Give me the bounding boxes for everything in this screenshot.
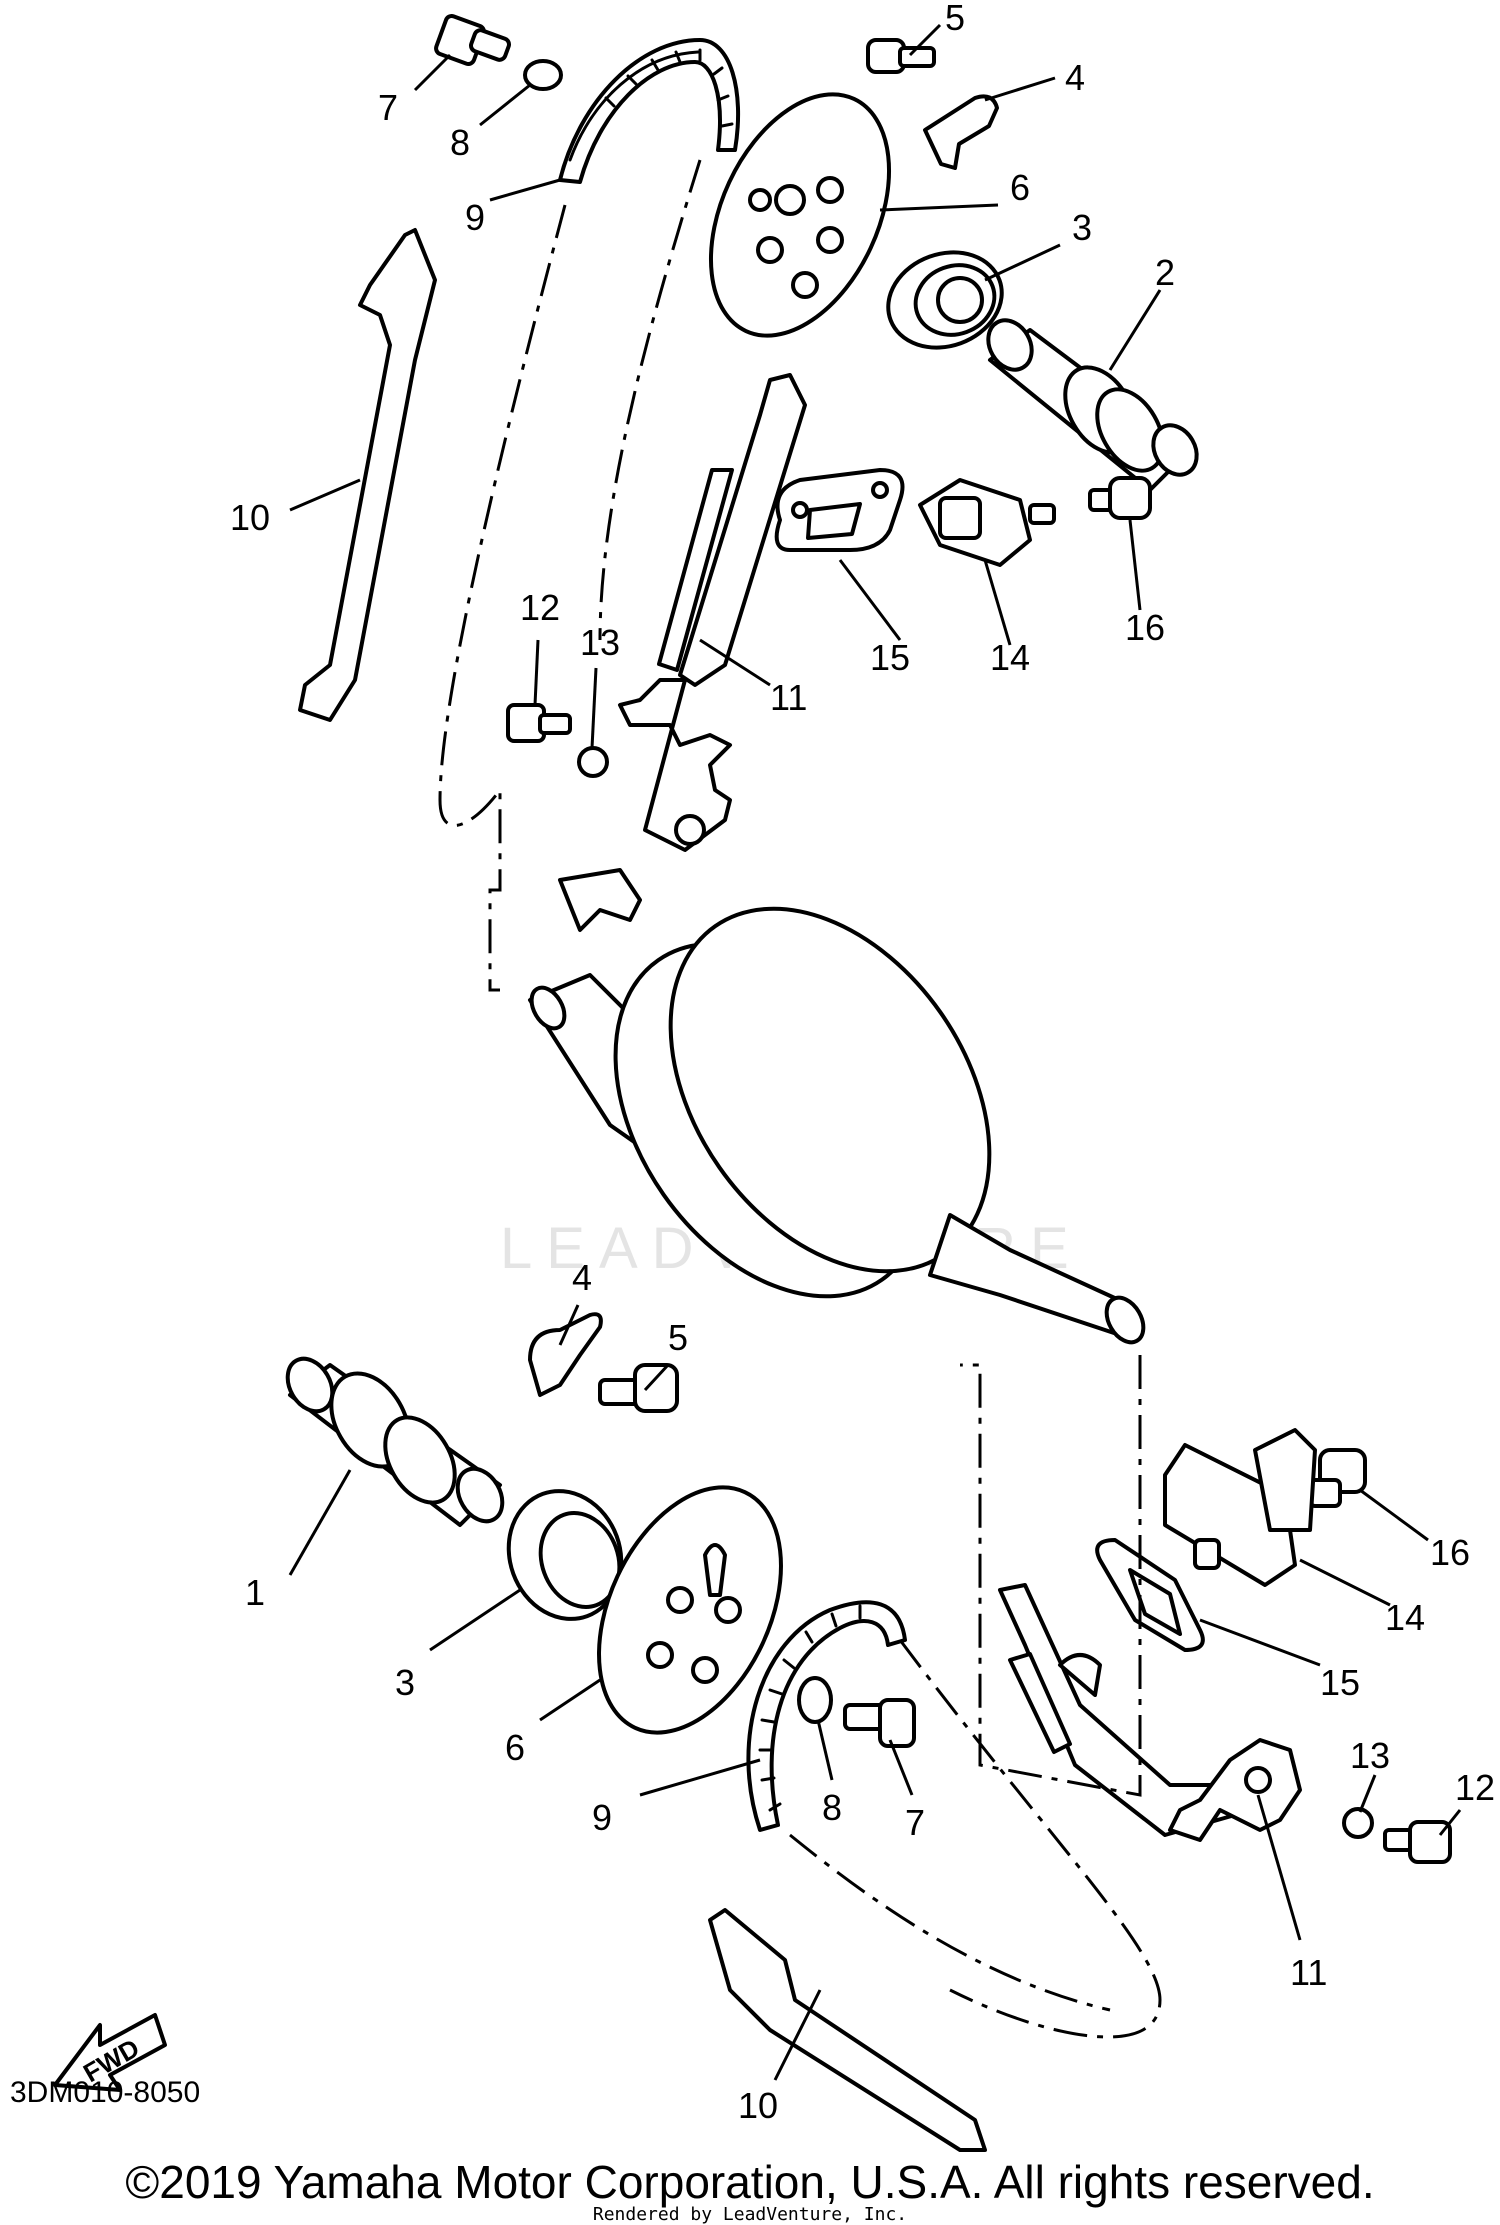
part-6-sprocket-bottom (597, 1485, 783, 1735)
callout-10-bottom: 10 (738, 2085, 778, 2126)
callout-5-top: 5 (945, 0, 965, 38)
crankshaft (528, 906, 1146, 1345)
callout-3-top: 3 (1072, 207, 1092, 248)
chain-routing-line-top (438, 204, 567, 992)
part-8-washer-top (523, 59, 563, 91)
callout-6-top: 6 (1010, 167, 1030, 208)
callout-16-bottom: 16 (1430, 1532, 1470, 1573)
part-4-lock-washer-top (923, 94, 999, 170)
part-9-chain-top (558, 38, 740, 184)
part-14-tensioner-bottom (1163, 1428, 1317, 1587)
part-15-gasket-bottom (1095, 1538, 1205, 1652)
part-2-camshaft (986, 318, 1199, 492)
part-4-lock-washer-bottom (528, 1312, 603, 1397)
callout-numbers: 7 8 9 5 4 6 3 2 10 11 12 13 15 14 16 4 5… (230, 0, 1495, 2126)
callout-14-bottom: 14 (1385, 1597, 1425, 1638)
callout-16-top: 16 (1125, 607, 1165, 648)
callout-10-top: 10 (230, 497, 270, 538)
chain-routing-line-bottom-2 (898, 1639, 1162, 2039)
part-7-bolt-bottom (843, 1698, 916, 1748)
callout-1: 1 (245, 1572, 265, 1613)
part-13-washer-bottom (1342, 1807, 1374, 1839)
leader-lines (288, 23, 1462, 2081)
chain-links-top (568, 48, 734, 162)
callout-13-bottom: 13 (1350, 1735, 1390, 1776)
chain-routing-line-top-2 (598, 159, 702, 641)
part-7-bolt-top (434, 14, 511, 66)
callout-5-bottom: 5 (668, 1317, 688, 1358)
callout-6-bottom: 6 (505, 1727, 525, 1768)
part-3-spacer-top (886, 250, 1004, 350)
diagram-code: 3DM010-8050 (10, 2076, 200, 2109)
callout-15-bottom: 15 (1320, 1662, 1360, 1703)
callout-3-bottom: 3 (395, 1662, 415, 1703)
part-5-bolt-top (866, 38, 936, 74)
part-10-guide-top (298, 228, 437, 722)
callout-2: 2 (1155, 252, 1175, 293)
callout-12-top: 12 (520, 587, 560, 628)
callout-7-bottom: 7 (905, 1802, 925, 1843)
part-1-camshaft (285, 1356, 505, 1527)
part-8-washer-bottom (797, 1676, 833, 1724)
part-3-spacer-bottom (506, 1489, 624, 1621)
callout-9-bottom: 9 (592, 1797, 612, 1838)
callout-15-top: 15 (870, 637, 910, 678)
chain-routing-line-bottom (960, 1355, 1142, 1797)
part-10-guide-bottom (708, 1908, 987, 2152)
part-14-tensioner-top (918, 478, 1056, 567)
callout-14-top: 14 (990, 637, 1030, 678)
part-9-chain-bottom (746, 1600, 907, 1832)
part-11-tensioner-guide-bottom (998, 1583, 1302, 1842)
part-5-bolt-bottom (598, 1363, 679, 1413)
copyright-notice: ©2019 Yamaha Motor Corporation, U.S.A. A… (125, 2156, 1375, 2208)
callout-8-top: 8 (450, 122, 470, 163)
part-12-bolt-top (506, 703, 572, 743)
callout-12-bottom: 12 (1455, 1767, 1495, 1808)
callout-7-top: 7 (378, 87, 398, 128)
part-16-bolt-bottom (1308, 1448, 1367, 1508)
callout-4-top: 4 (1065, 57, 1085, 98)
callout-11-top: 11 (770, 677, 807, 718)
callout-9-top: 9 (465, 197, 485, 238)
chain-routing-line-bottom-3 (789, 1833, 1111, 2012)
callout-8-bottom: 8 (822, 1787, 842, 1828)
part-6-sprocket-top (708, 92, 892, 338)
chain-links-bottom (758, 1604, 862, 1812)
part-12-bolt-bottom (1383, 1820, 1452, 1864)
part-11-tensioner-guide-top (558, 373, 807, 932)
part-13-washer-top (577, 746, 609, 778)
callout-4-bottom: 4 (572, 1257, 592, 1298)
callout-13-top: 13 (580, 622, 620, 663)
callout-11-bottom: 11 (1290, 1952, 1327, 1993)
part-15-gasket-top (774, 468, 905, 552)
part-16-bolt-top (1088, 476, 1152, 520)
rendered-by-credit: Rendered by LeadVenture, Inc. (592, 2204, 908, 2225)
